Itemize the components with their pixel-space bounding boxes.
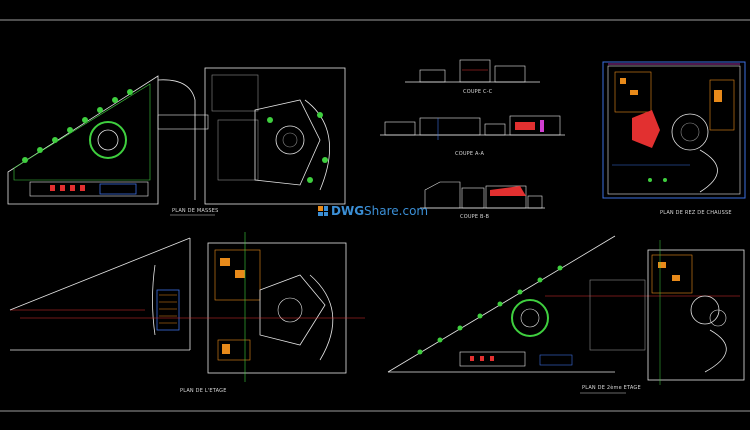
label-plan-2eme: PLAN DE 2ème ETAGE	[582, 385, 641, 391]
plan-rdc-drawing	[602, 61, 746, 199]
label-coupe-bb: COUPE B-B	[460, 214, 490, 220]
dwgshare-watermark: DWGShare.com	[318, 204, 428, 218]
label-coupe-aa: COUPE A-A	[455, 151, 485, 157]
dwgshare-logo-icon	[318, 206, 328, 216]
label-plan-etage: PLAN DE L'ETAGE	[180, 388, 227, 394]
label-plan-rdc: PLAN DE REZ DE CHAUSSE	[660, 210, 732, 216]
watermark-brand-part1: DWG	[331, 204, 365, 218]
label-plan-masses: PLAN DE MASSES	[172, 208, 219, 214]
coupe-aa-drawing	[380, 115, 565, 140]
label-coupe-cc: COUPE C-C	[463, 89, 493, 95]
watermark-text: DWGShare.com	[331, 204, 428, 218]
plan-2eme-drawing	[387, 235, 745, 385]
plan-etage-drawing	[9, 232, 365, 382]
plan-masses-drawing	[7, 67, 346, 205]
watermark-brand-part2: Share.com	[364, 204, 429, 218]
coupe-cc-drawing	[405, 59, 540, 83]
coupe-bb-drawing	[420, 181, 545, 209]
